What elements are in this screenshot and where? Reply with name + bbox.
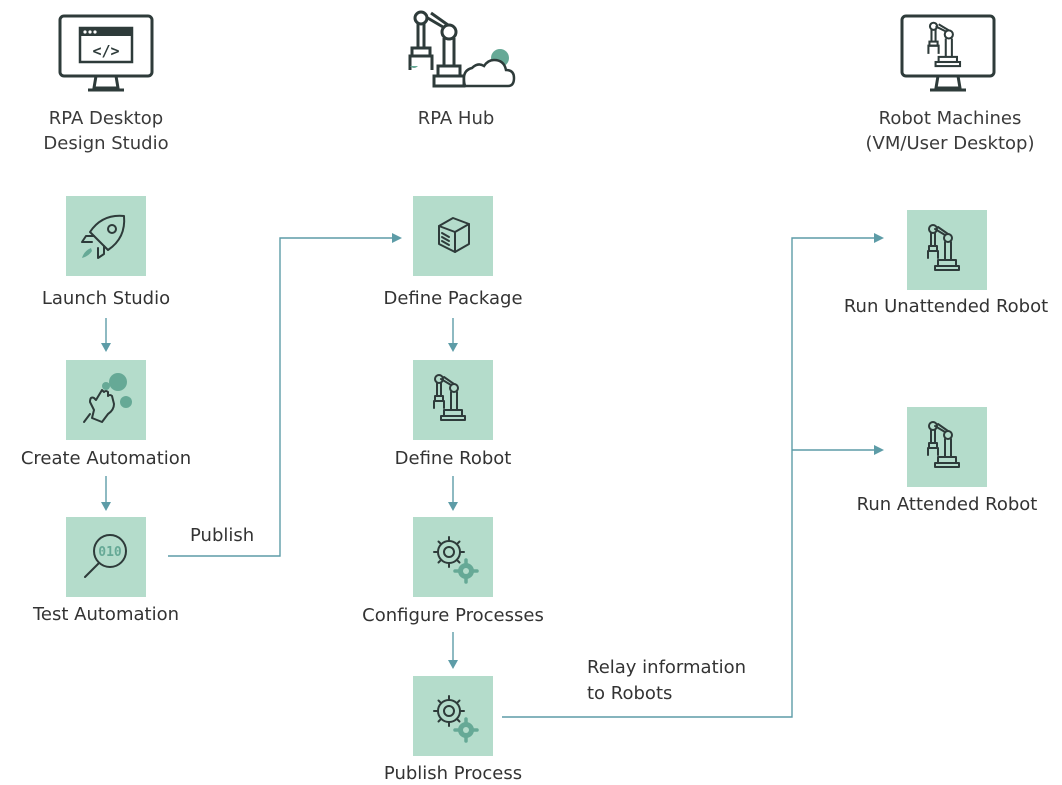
label-define-robot: Define Robot	[394, 448, 512, 469]
arrow-publish-to-hub	[168, 233, 402, 557]
column-header-desktop: RPA Desktop Design Studio	[2, 106, 210, 156]
column-title-desktop-line2: Design Studio	[43, 133, 169, 154]
edge-label-relay-line1: Relay information	[587, 657, 747, 678]
robot-arm-icon	[433, 374, 466, 421]
label-launch-studio: Launch Studio	[41, 288, 171, 309]
edge-label-relay: Relay information to Robots	[587, 655, 746, 707]
robot-arm-icon	[927, 224, 960, 271]
edge-label-publish: Publish	[190, 525, 255, 546]
column-header-machines: Robot Machines (VM/User Desktop)	[845, 106, 1055, 156]
package-box-icon	[438, 217, 470, 253]
svg-text:010: 010	[98, 545, 122, 560]
step-publish-process	[413, 676, 493, 756]
monitor-code-icon: </>	[58, 14, 154, 98]
gears-icon	[432, 535, 479, 584]
magnifier-binary-icon: 010	[84, 534, 127, 578]
svg-text:</>: </>	[92, 42, 119, 60]
edge-label-relay-line2: to Robots	[587, 683, 673, 704]
step-define-package	[413, 196, 493, 276]
step-launch-studio	[66, 196, 146, 276]
arrow-relay-to-robots	[502, 233, 884, 718]
column-title-desktop-line1: RPA Desktop	[48, 108, 164, 129]
label-publish-process: Publish Process	[383, 763, 523, 784]
gears-icon	[432, 694, 479, 743]
label-run-attended-robot: Run Attended Robot	[856, 494, 1038, 515]
column-title-hub: RPA Hub	[417, 108, 495, 129]
label-create-automation: Create Automation	[20, 448, 192, 469]
step-create-automation	[66, 360, 146, 440]
arrow-package-to-robot	[448, 318, 458, 352]
rocket-icon	[81, 214, 126, 259]
arrow-create-to-test	[101, 476, 111, 511]
label-test-automation: Test Automation	[32, 604, 179, 625]
step-run-unattended-robot	[907, 210, 987, 290]
arrow-configure-to-publish	[448, 632, 458, 669]
step-define-robot	[413, 360, 493, 440]
step-test-automation: 010	[66, 517, 146, 597]
step-run-attended-robot	[907, 407, 987, 487]
label-configure-processes: Configure Processes	[362, 605, 544, 626]
arrow-robot-to-configure	[448, 476, 458, 511]
label-run-unattended-robot: Run Unattended Robot	[843, 296, 1049, 317]
column-title-machines-line2: (VM/User Desktop)	[865, 133, 1035, 154]
column-header-hub: RPA Hub	[356, 106, 556, 131]
monitor-robot-icon	[900, 14, 996, 98]
column-title-machines-line1: Robot Machines	[878, 108, 1022, 129]
step-configure-processes	[413, 517, 493, 597]
robot-arm-icon	[927, 421, 960, 468]
robot-arm-cloud-icon	[396, 8, 516, 96]
arrow-launch-to-create	[101, 318, 111, 352]
label-define-package: Define Package	[383, 288, 523, 309]
pointing-hand-icon	[83, 373, 132, 423]
